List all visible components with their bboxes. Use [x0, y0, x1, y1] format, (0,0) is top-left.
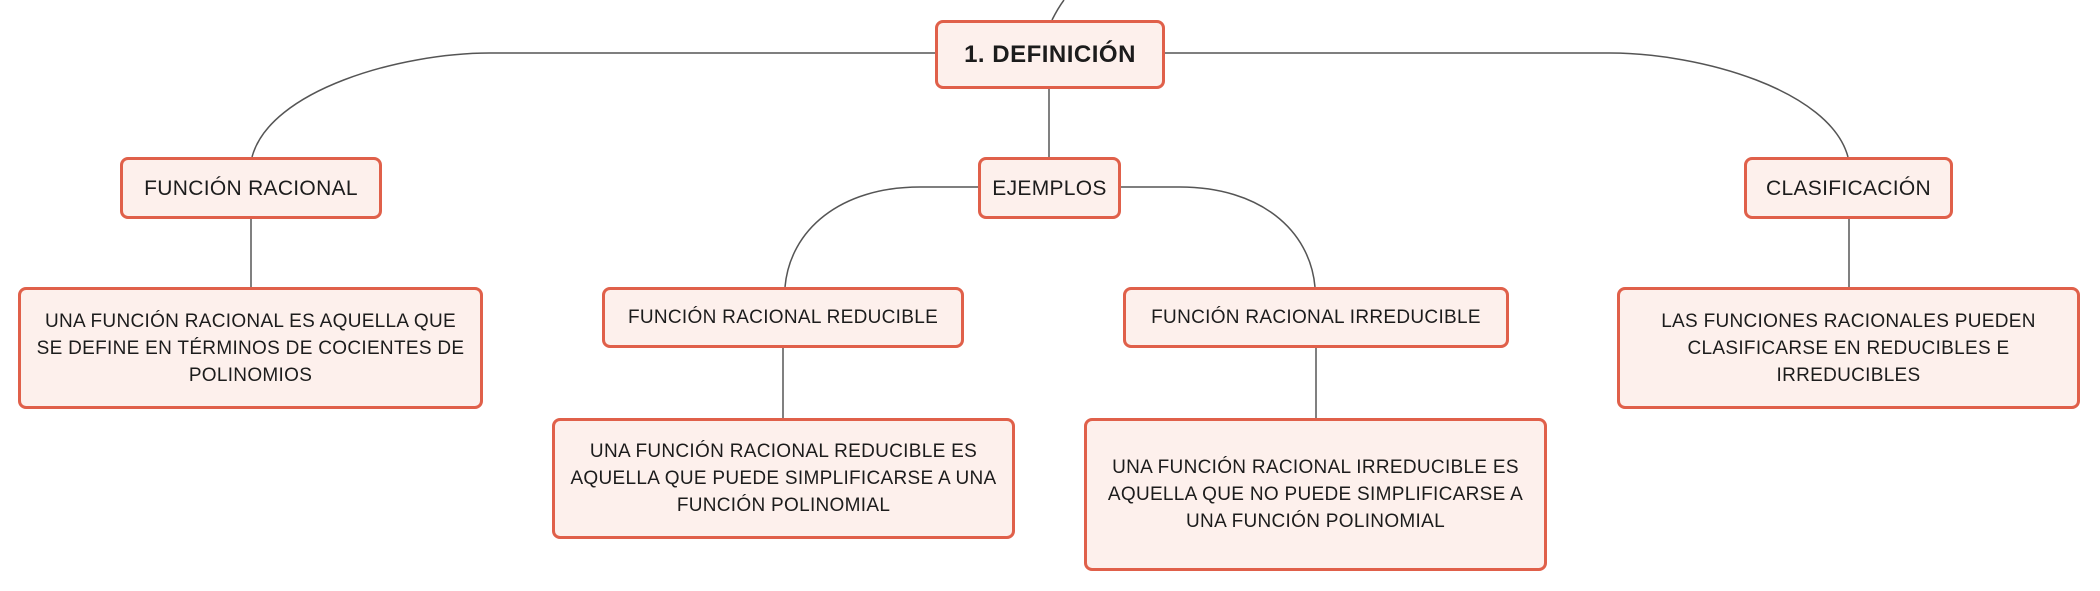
connector-root-funcion-racional [251, 52, 935, 158]
ejemplos-node[interactable]: EJEMPLOS [978, 157, 1121, 219]
funcion-racional-label: FUNCIÓN RACIONAL [144, 176, 358, 200]
connector-root-parent [1051, 0, 1065, 21]
irreducible-description-node[interactable]: UNA FUNCIÓN RACIONAL IRREDUCIBLE ES AQUE… [1084, 418, 1547, 571]
funcion-racional-description: UNA FUNCIÓN RACIONAL ES AQUELLA QUE SE D… [36, 310, 465, 386]
irreducible-label: FUNCIÓN RACIONAL IRREDUCIBLE [1151, 307, 1481, 328]
ejemplos-label: EJEMPLOS [992, 176, 1107, 200]
root-node-label: 1. DEFINICIÓN [964, 41, 1136, 68]
connector-ejemplos-reducible [784, 186, 978, 288]
clasificacion-description-node[interactable]: LAS FUNCIONES RACIONALES PUEDEN CLASIFIC… [1617, 287, 2080, 409]
root-node[interactable]: 1. DEFINICIÓN [935, 20, 1165, 89]
reducible-description: UNA FUNCIÓN RACIONAL REDUCIBLE ES AQUELL… [570, 441, 997, 516]
irreducible-node[interactable]: FUNCIÓN RACIONAL IRREDUCIBLE [1123, 287, 1509, 348]
connector-root-clasificacion [1165, 52, 1849, 158]
irreducible-description: UNA FUNCIÓN RACIONAL IRREDUCIBLE ES AQUE… [1107, 457, 1524, 532]
funcion-racional-node[interactable]: FUNCIÓN RACIONAL [120, 157, 382, 219]
clasificacion-description: LAS FUNCIONES RACIONALES PUEDEN CLASIFIC… [1661, 310, 2036, 386]
reducible-label: FUNCIÓN RACIONAL REDUCIBLE [627, 307, 939, 328]
reducible-description-node[interactable]: UNA FUNCIÓN RACIONAL REDUCIBLE ES AQUELL… [552, 418, 1015, 539]
connector-ejemplos-irreducible [1121, 186, 1316, 288]
funcion-racional-description-node[interactable]: UNA FUNCIÓN RACIONAL ES AQUELLA QUE SE D… [18, 287, 483, 409]
clasificacion-label: CLASIFICACIÓN [1766, 176, 1931, 200]
clasificacion-node[interactable]: CLASIFICACIÓN [1744, 157, 1953, 219]
reducible-node[interactable]: FUNCIÓN RACIONAL REDUCIBLE [602, 287, 964, 348]
